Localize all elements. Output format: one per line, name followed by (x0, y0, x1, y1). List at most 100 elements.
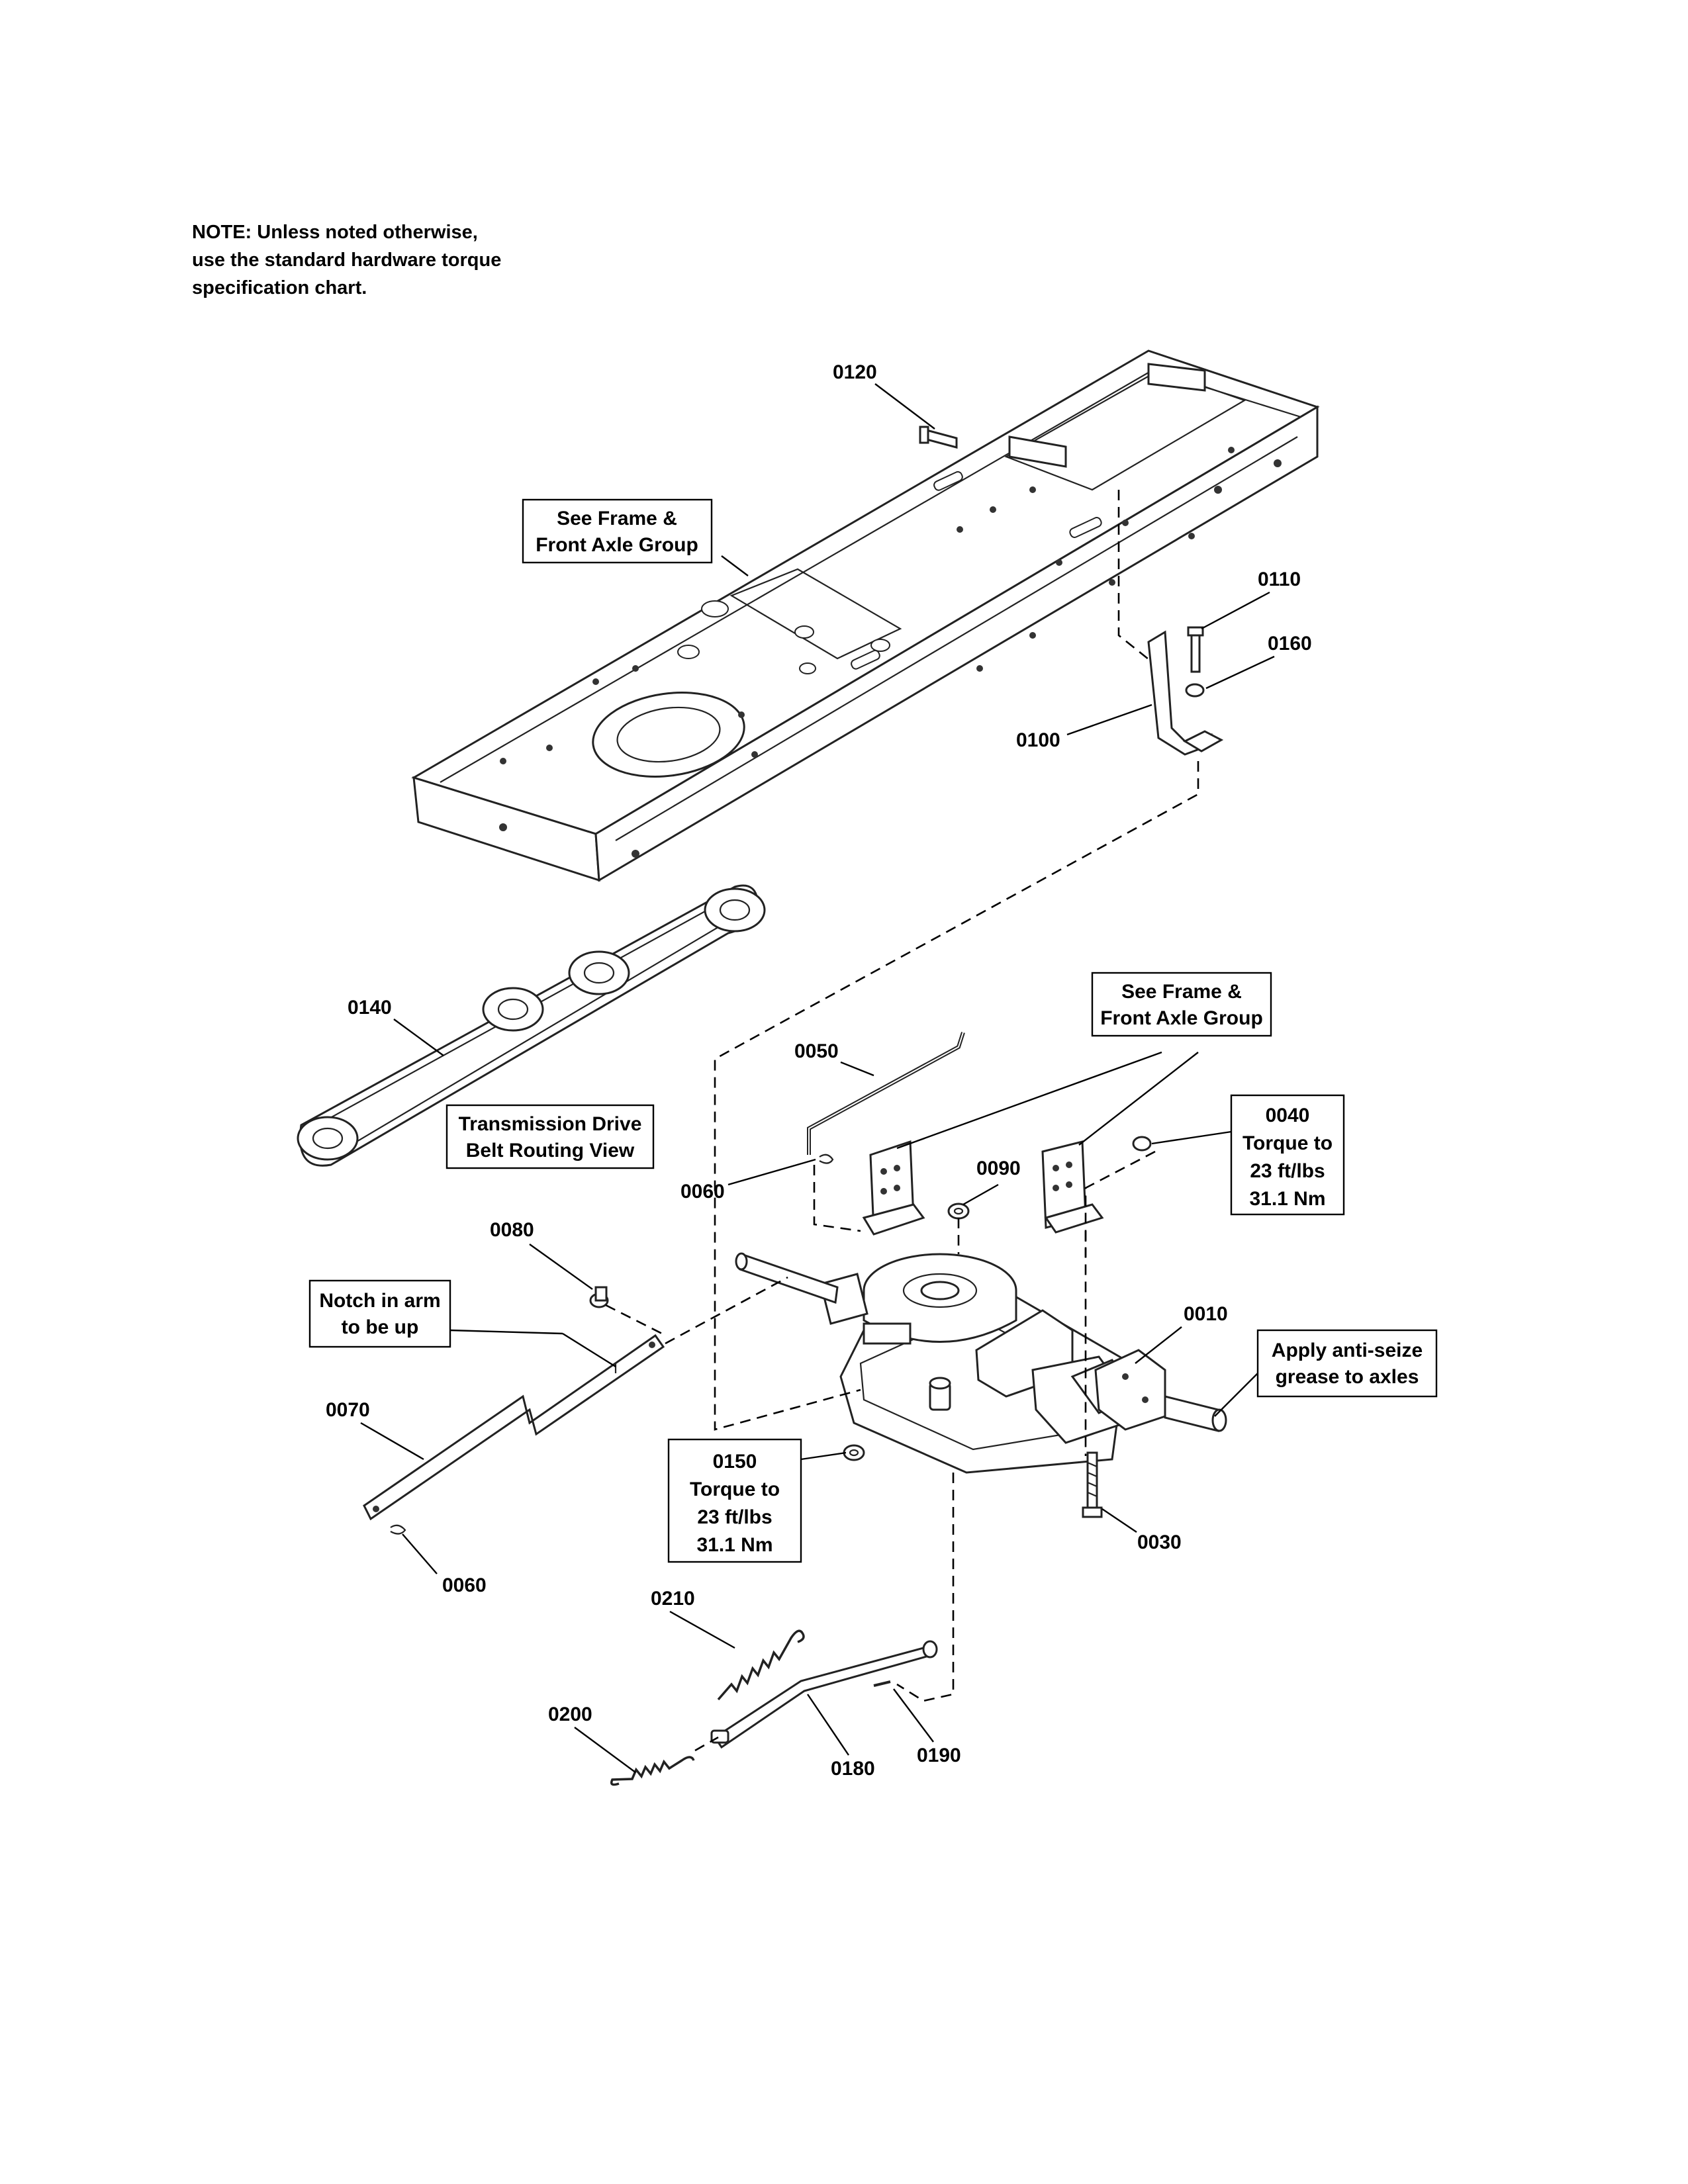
callout-line: 23 ft/lbs (697, 1506, 772, 1528)
leader-frame-right-b (1078, 1052, 1199, 1146)
frame-hole (799, 662, 816, 674)
leader-frame-top (721, 555, 749, 576)
frame-center-hole (592, 692, 745, 778)
leader-notch-a (449, 1329, 563, 1335)
frame-rear-bar (1147, 363, 1206, 392)
part-label-0010: 0010 (1184, 1303, 1228, 1325)
frame-rear-bar (1008, 435, 1067, 468)
bolt-0030 (1082, 1451, 1103, 1518)
part-label-0090: 0090 (976, 1158, 1021, 1179)
leader-frame-right-a (896, 1051, 1162, 1150)
mounting-bracket-right (1041, 1140, 1104, 1234)
part-label-0050: 0050 (794, 1040, 839, 1062)
part-label-0060: 0060 (680, 1181, 725, 1203)
bolt-0080 (589, 1286, 609, 1308)
arm-0070 (363, 1334, 665, 1521)
pulley (482, 987, 544, 1032)
callout-torque-0150: 0150 Torque to 23 ft/lbs 31.1 Nm (667, 1438, 802, 1563)
left-axle (739, 1252, 839, 1304)
bolt-0110 (1190, 631, 1201, 673)
callout-anti-seize: Apply anti-seize grease to axles (1256, 1329, 1438, 1398)
leader-lines (360, 383, 1275, 1773)
leader-0200 (574, 1727, 636, 1773)
bolt-0120 (919, 426, 958, 449)
callout-line: 31.1 Nm (1249, 1188, 1325, 1210)
frame-slot (851, 649, 880, 670)
callout-notch: Notch in arm to be up (308, 1279, 451, 1348)
part-label-0070: 0070 (326, 1399, 370, 1421)
pulley (704, 887, 766, 933)
callout-line: Belt Routing View (466, 1140, 635, 1161)
part-label-0140: 0140 (348, 997, 392, 1019)
callout-line: 0040 (1266, 1105, 1310, 1126)
bolt-0110-head (1187, 626, 1204, 637)
leader-0040 (1151, 1130, 1232, 1145)
callout-line: See Frame & (557, 508, 677, 529)
note-line: use the standard hardware torque (192, 250, 502, 271)
rod-0050 (807, 1032, 965, 1155)
mounting-bracket-left (862, 1140, 925, 1236)
bracket-assembly (1147, 626, 1224, 756)
leader-0080 (529, 1244, 593, 1290)
part-label-0100: 0100 (1016, 729, 1060, 751)
frame-side-face (594, 405, 1319, 882)
leader-0180 (807, 1694, 849, 1756)
part-label-0080: 0080 (490, 1219, 534, 1241)
callout-line: grease to axles (1276, 1366, 1419, 1388)
bracket-foot (1182, 730, 1224, 752)
leader-notch-b (562, 1332, 616, 1368)
frame-assembly (411, 349, 1320, 882)
callout-line: Notch in arm (319, 1290, 440, 1312)
leader-0120 (874, 383, 935, 430)
transmission-0010 (735, 1252, 1227, 1474)
control-arm (363, 1334, 665, 1521)
callout-line: Front Axle Group (1100, 1007, 1263, 1029)
frame-slot (1069, 517, 1102, 538)
pulley (297, 1116, 359, 1161)
rod-0180 (710, 1640, 938, 1749)
leader-0150 (800, 1451, 847, 1461)
frame-hole (677, 645, 700, 659)
frame-hole (870, 639, 890, 652)
callout-frame-group-top: See Frame & Front Axle Group (522, 498, 713, 564)
callout-frame-group-right: See Frame & Front Axle Group (1091, 972, 1272, 1037)
frame-rail-line (615, 436, 1298, 841)
assembly-paths (605, 490, 1199, 1752)
frame-rear-opening (1004, 369, 1246, 491)
leader-0050 (840, 1061, 874, 1077)
callout-line: See Frame & (1121, 981, 1242, 1003)
part-label-0030: 0030 (1137, 1531, 1182, 1553)
pulley (568, 950, 630, 995)
pin-0190 (873, 1680, 891, 1687)
frame-hole (701, 600, 729, 617)
part-number-labels: 0120 0110 0160 0100 0140 0050 0060 0090 … (326, 361, 1312, 1780)
leader-0140 (393, 1019, 444, 1056)
callout-line: 0150 (713, 1451, 757, 1473)
leader-0110 (1201, 591, 1270, 630)
nut-0150 (843, 1444, 865, 1461)
callout-line: 23 ft/lbs (1250, 1160, 1325, 1182)
leader-0090 (962, 1183, 999, 1206)
right-axle (1164, 1395, 1219, 1432)
callout-line: Front Axle Group (536, 534, 698, 556)
belt-routing-drawing (297, 884, 766, 1167)
leader-0190 (893, 1688, 934, 1743)
leader-0060b (402, 1533, 438, 1574)
frame-center-hole-inner (616, 706, 721, 763)
frame-top-face (411, 349, 1320, 835)
part-label-0160: 0160 (1268, 633, 1312, 655)
clip-0060 (819, 1154, 834, 1164)
spring-0200 (610, 1756, 695, 1786)
part-label-0110: 0110 (1258, 569, 1301, 590)
hardware-torque-note: NOTE: Unless noted otherwise, use the st… (192, 218, 602, 302)
frame-hole (794, 625, 814, 639)
callout-belt-routing: Transmission Drive Belt Routing View (445, 1104, 655, 1169)
callout-line: Torque to (690, 1479, 780, 1500)
part-label-0200: 0200 (548, 1704, 592, 1725)
callout-line: to be up (342, 1316, 419, 1338)
callout-line: Apply anti-seize (1272, 1340, 1423, 1361)
clip-0060-lower (390, 1524, 406, 1535)
part-label-0210: 0210 (651, 1588, 695, 1610)
part-label-0060: 0060 (442, 1574, 487, 1596)
leader-0010 (1135, 1326, 1182, 1364)
